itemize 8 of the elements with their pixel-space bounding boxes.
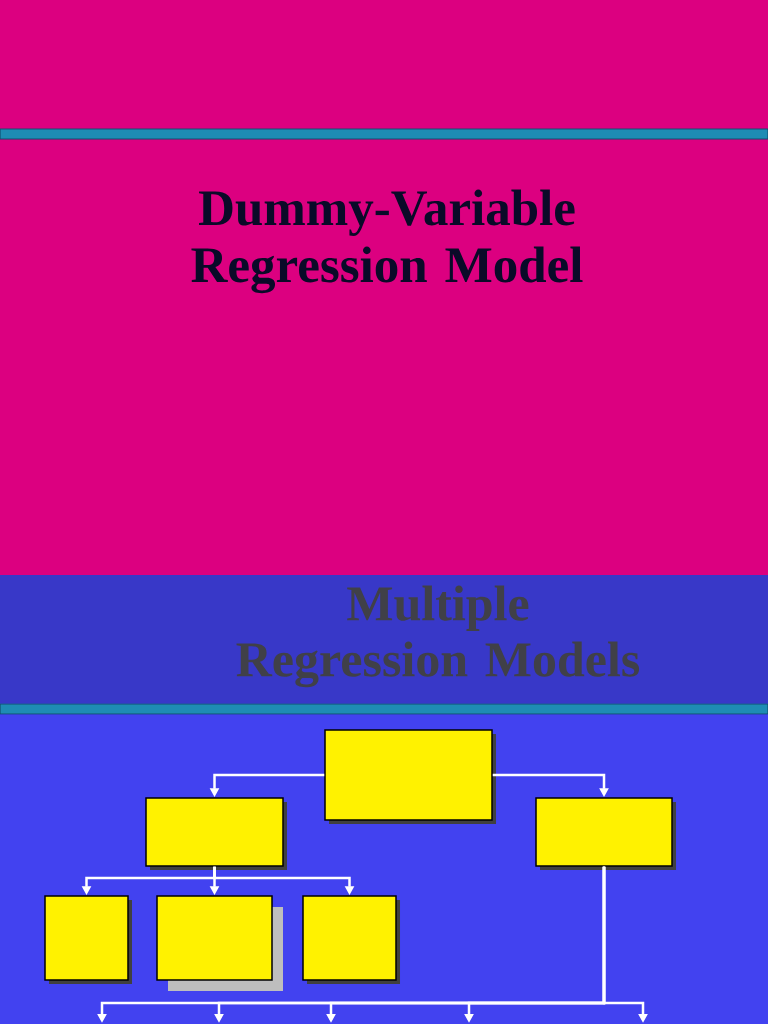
box (145, 797, 287, 870)
slide-title: Dummy-Variable Regression Model (191, 189, 583, 294)
box (324, 729, 496, 824)
box (535, 797, 676, 870)
box (44, 895, 132, 984)
slide-heading: Multiple Regression Models (236, 585, 640, 688)
box (156, 895, 283, 991)
box (302, 895, 400, 984)
